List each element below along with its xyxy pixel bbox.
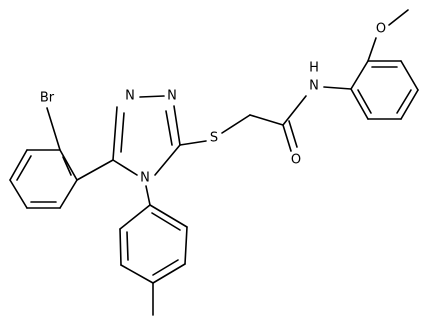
atom-label-o-carbonyl: O bbox=[291, 153, 301, 168]
bond bbox=[249, 114, 284, 126]
bond bbox=[367, 37, 377, 62]
bond bbox=[76, 159, 114, 181]
atom-label-layer: Br N N N S O N H O bbox=[40, 22, 386, 186]
bond-double-inner bbox=[165, 110, 173, 146]
bond bbox=[400, 60, 419, 91]
bond-double-inner bbox=[62, 156, 72, 176]
bond bbox=[350, 60, 369, 90]
bond bbox=[173, 105, 181, 146]
bond bbox=[112, 159, 138, 176]
bond bbox=[46, 107, 61, 151]
bond-double-inner bbox=[16, 155, 32, 181]
bond bbox=[120, 264, 154, 284]
atom-label-n2: N bbox=[167, 89, 177, 104]
bond-double-inner bbox=[120, 112, 125, 153]
bond bbox=[149, 204, 188, 228]
bond-double-inner bbox=[152, 259, 179, 276]
bond bbox=[221, 114, 251, 134]
atom-label-n1: N bbox=[125, 89, 135, 104]
bond bbox=[59, 179, 78, 209]
bond-double-inner bbox=[126, 231, 129, 261]
atom-label-br: Br bbox=[40, 91, 55, 106]
bond bbox=[323, 86, 352, 90]
bond bbox=[282, 95, 307, 126]
bond bbox=[282, 124, 292, 152]
bond bbox=[59, 149, 78, 181]
atom-label-n-amide: N bbox=[309, 79, 319, 94]
bond bbox=[350, 88, 369, 120]
bond bbox=[9, 179, 28, 209]
bond bbox=[119, 204, 151, 230]
bond bbox=[184, 226, 188, 265]
atom-label-o-methoxy: O bbox=[376, 22, 386, 37]
bond-layer bbox=[9, 9, 419, 316]
atom-label-n4: N bbox=[140, 171, 150, 186]
bond bbox=[154, 144, 181, 176]
bond bbox=[112, 106, 118, 161]
bond bbox=[9, 149, 28, 181]
bond bbox=[139, 95, 165, 98]
bond-double-inner bbox=[357, 89, 372, 114]
bond bbox=[145, 185, 151, 206]
bond bbox=[388, 9, 409, 26]
bond bbox=[400, 89, 419, 120]
bond bbox=[288, 120, 298, 148]
atom-label-h-amide: H bbox=[309, 61, 319, 76]
bond bbox=[119, 228, 122, 266]
atom-label-s: S bbox=[210, 131, 218, 146]
bond bbox=[152, 263, 186, 284]
bond bbox=[179, 140, 207, 146]
bond-double-inner bbox=[151, 212, 181, 231]
bond-double-inner bbox=[396, 89, 412, 114]
